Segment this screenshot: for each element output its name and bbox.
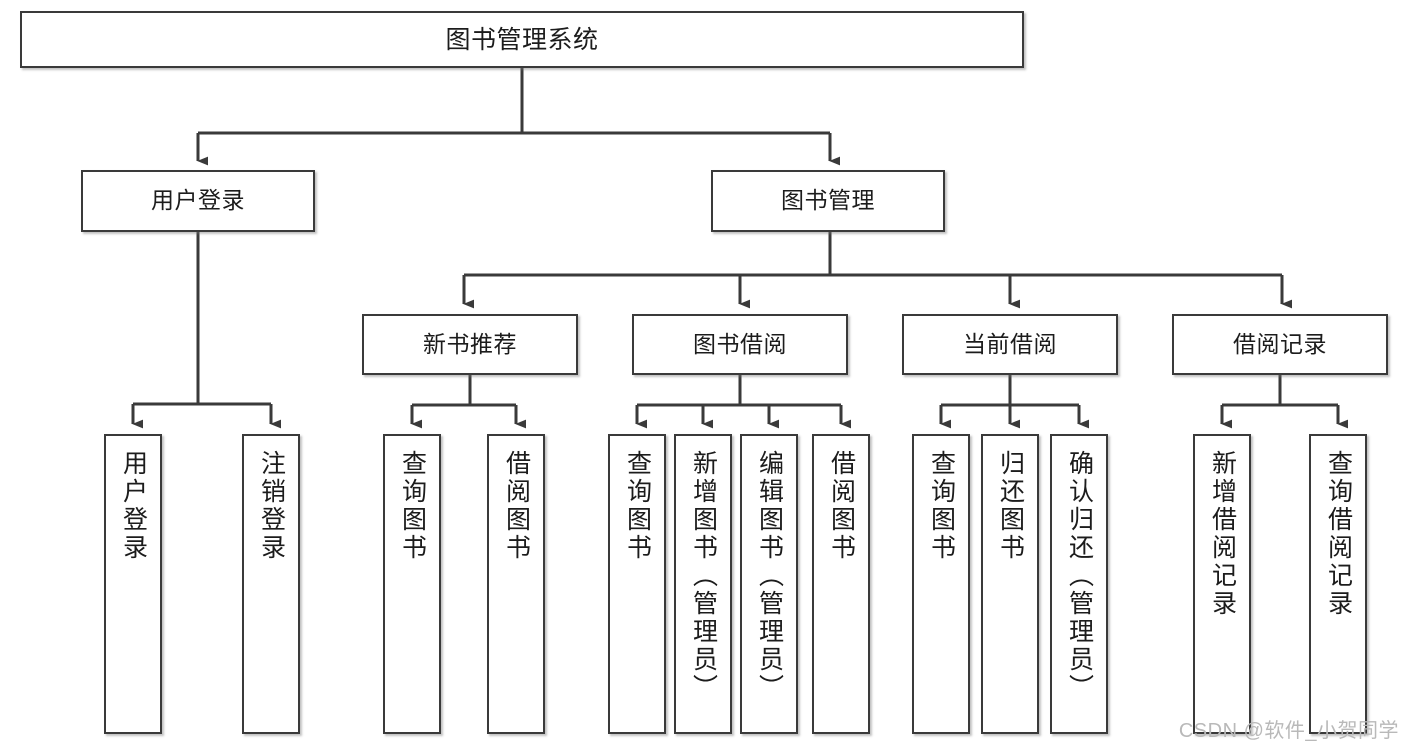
node-label: 新增图书（管理员） — [689, 450, 718, 702]
node-label: 注销登录 — [257, 450, 286, 562]
leaf-book-borrow-edit[interactable]: 编辑图书（管理员） — [740, 434, 798, 734]
node-label: 归还图书 — [996, 450, 1025, 562]
leaf-current-borrow-confirm-return[interactable]: 确认归还（管理员） — [1050, 434, 1108, 734]
node-current-borrow[interactable]: 当前借阅 — [902, 314, 1118, 375]
node-book-management-system[interactable]: 图书管理系统 — [20, 11, 1024, 68]
node-label: 图书管理系统 — [445, 25, 599, 54]
node-label: 查询图书 — [398, 450, 427, 562]
leaf-user-login-login[interactable]: 用户登录 — [104, 434, 162, 734]
leaf-new-book-borrow[interactable]: 借阅图书 — [487, 434, 545, 734]
node-book-borrow[interactable]: 图书借阅 — [632, 314, 848, 375]
node-book-management[interactable]: 图书管理 — [711, 170, 945, 232]
leaf-book-borrow-add[interactable]: 新增图书（管理员） — [674, 434, 732, 734]
node-label: 当前借阅 — [963, 330, 1057, 357]
node-label: 用户登录 — [119, 450, 148, 562]
node-label: 查询图书 — [927, 450, 956, 562]
node-user-login[interactable]: 用户登录 — [81, 170, 315, 232]
leaf-borrow-record-query[interactable]: 查询借阅记录 — [1309, 434, 1367, 734]
node-label: 借阅记录 — [1233, 330, 1327, 357]
leaf-book-borrow-borrow[interactable]: 借阅图书 — [812, 434, 870, 734]
node-label: 编辑图书（管理员） — [755, 450, 784, 702]
node-label: 查询借阅记录 — [1324, 450, 1353, 618]
leaf-new-book-query[interactable]: 查询图书 — [383, 434, 441, 734]
node-new-book-recommend[interactable]: 新书推荐 — [362, 314, 578, 375]
leaf-user-login-logout[interactable]: 注销登录 — [242, 434, 300, 734]
node-label: 图书管理 — [781, 187, 875, 214]
node-label: 图书借阅 — [693, 330, 787, 357]
csdn-watermark: CSDN @软件_小贺同学 — [1178, 720, 1399, 742]
leaf-current-borrow-query[interactable]: 查询图书 — [912, 434, 970, 734]
leaf-borrow-record-add[interactable]: 新增借阅记录 — [1193, 434, 1251, 734]
node-label: 确认归还（管理员） — [1065, 450, 1094, 702]
leaf-book-borrow-query[interactable]: 查询图书 — [608, 434, 666, 734]
leaf-current-borrow-return[interactable]: 归还图书 — [981, 434, 1039, 734]
node-label: 借阅图书 — [502, 450, 531, 562]
node-borrow-record[interactable]: 借阅记录 — [1172, 314, 1388, 375]
node-label: 查询图书 — [623, 450, 652, 562]
node-label: 新增借阅记录 — [1208, 450, 1237, 618]
node-label: 新书推荐 — [423, 330, 517, 357]
node-label: 用户登录 — [151, 187, 245, 214]
node-label: 借阅图书 — [827, 450, 856, 562]
